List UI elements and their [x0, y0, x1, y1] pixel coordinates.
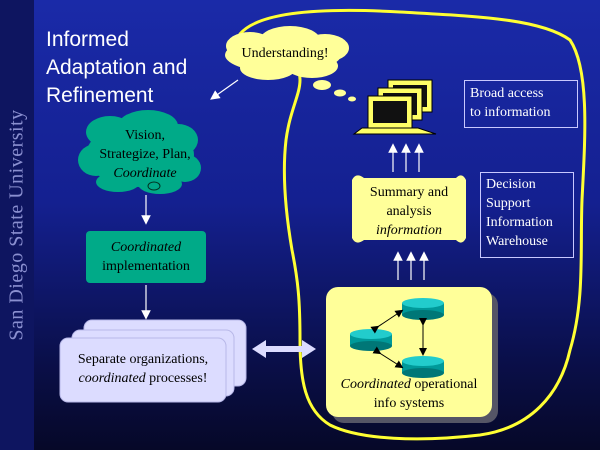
broad-access-label: Broad access to information: [470, 84, 576, 122]
slide-title: Informed Adaptation and Refinement: [46, 26, 226, 110]
organizations-stack: [59, 319, 247, 403]
dsiw-label: Decision Support Information Warehouse: [486, 175, 572, 251]
operational-line-1-rest: operational: [410, 377, 478, 392]
dsiw-line-1: Decision: [486, 177, 536, 192]
understanding-pointer-arrow: [210, 79, 239, 100]
orgs-line-1: Separate organizations,: [77, 352, 209, 367]
title-line-3: Refinement: [46, 84, 154, 107]
vision-line-2: Strategize, Plan,: [99, 147, 191, 162]
dsiw-line-2: Support: [486, 196, 531, 211]
dsiw-line-3: Information: [486, 215, 553, 230]
implementation-line-1: Coordinated: [110, 240, 182, 255]
understanding-label: Understanding!: [241, 46, 329, 61]
title-line-2: Adaptation and: [46, 56, 188, 79]
summary-line-1: Summary and: [369, 185, 449, 200]
summary-line-3: information: [375, 223, 443, 238]
orgs-line-2-em: coordinated: [78, 371, 146, 386]
implementation-label: Coordinated implementation: [86, 238, 206, 276]
understanding-cloud: [225, 26, 356, 102]
dsiw-box: [480, 172, 574, 258]
orgs-line-2-rest: processes!: [145, 371, 208, 386]
organizations-label: Separate organizations, coordinated proc…: [60, 350, 226, 388]
vision-line-3: Coordinate: [113, 166, 177, 181]
orgs-line-2: coordinated processes!: [60, 369, 226, 388]
summary-label: Summary and analysis information: [352, 183, 466, 240]
computers-icon: [352, 79, 437, 135]
dsiw-line-4: Warehouse: [486, 234, 548, 249]
implementation-line-2: implementation: [102, 259, 190, 274]
vision-cloud: [78, 110, 201, 194]
operational-box: [326, 287, 492, 417]
vision-line-1: Vision,: [125, 128, 165, 143]
sidebar-band: San Diego State University: [0, 0, 34, 450]
title-line-1: Informed: [46, 28, 129, 51]
db-link-left-top: [370, 309, 404, 334]
operational-line-2: info systems: [373, 396, 445, 411]
db-link-left-bottom: [372, 346, 404, 369]
broad-access-box: [464, 80, 578, 128]
database-icon-left: [350, 329, 392, 351]
broad-access-line-2: to information: [470, 105, 551, 120]
broad-access-line-1: Broad access: [470, 86, 544, 101]
operational-line-1: Coordinated operational: [326, 375, 492, 394]
database-icon-bottom: [402, 356, 444, 378]
vision-label: Vision, Strategize, Plan, Coordinate: [80, 126, 210, 183]
summary-scroll: [352, 175, 466, 243]
double-arrow: [252, 340, 316, 358]
operational-label: Coordinated operational info systems: [326, 375, 492, 413]
summary-line-2: analysis: [386, 204, 432, 219]
database-icon-top: [402, 298, 444, 320]
implementation-box: [86, 231, 206, 283]
operational-line-1-em: Coordinated: [340, 377, 411, 392]
yellow-boundary-outline: [236, 8, 587, 441]
